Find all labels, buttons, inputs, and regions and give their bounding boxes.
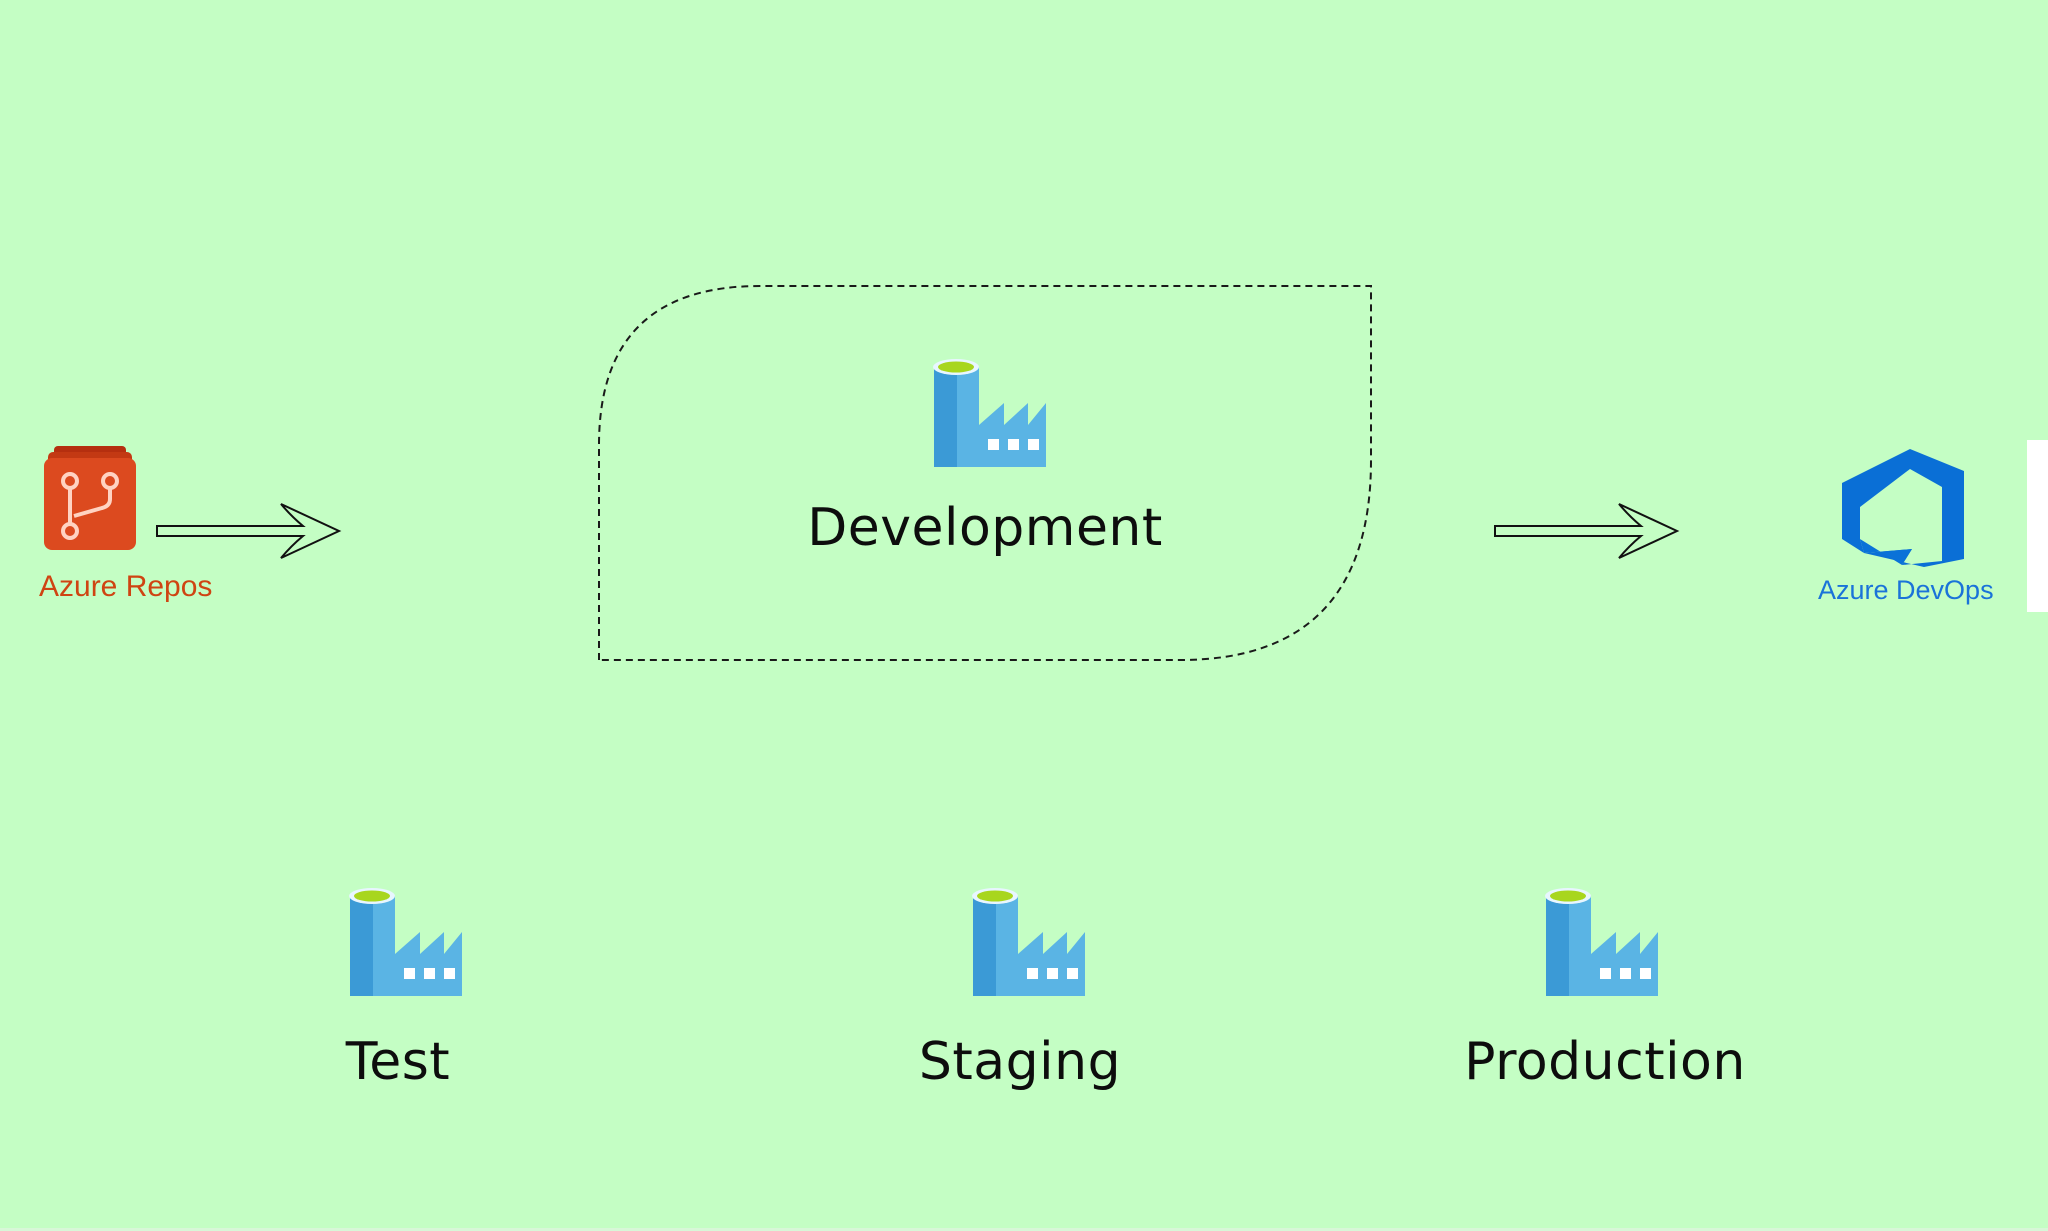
environment-label-staging: Staging [918,1032,1122,1092]
azure-repos-icon [44,446,136,550]
azure-repos-node: Azure Repos [36,440,236,610]
data-factory-icon [933,359,1046,467]
development-boundary [598,285,1372,661]
edge-panel [2027,440,2048,612]
bottom-edge [0,1228,2048,1231]
azure-devops-icon [1842,449,1964,567]
data-factory-icon [1545,888,1658,996]
environment-label-production: Production [1464,1032,1746,1092]
environment-label-test: Test [345,1032,451,1092]
data-factory-icon [972,888,1085,996]
azure-devops-node: Azure DevOps [1810,445,2025,615]
arrow-repos-to-development [156,503,342,559]
data-factory-icon [349,888,462,996]
azure-devops-label: Azure DevOps [1818,575,1994,605]
arrow-development-to-devops [1494,503,1680,559]
development-label: Development [807,498,1163,558]
azure-repos-label: Azure Repos [39,570,213,603]
